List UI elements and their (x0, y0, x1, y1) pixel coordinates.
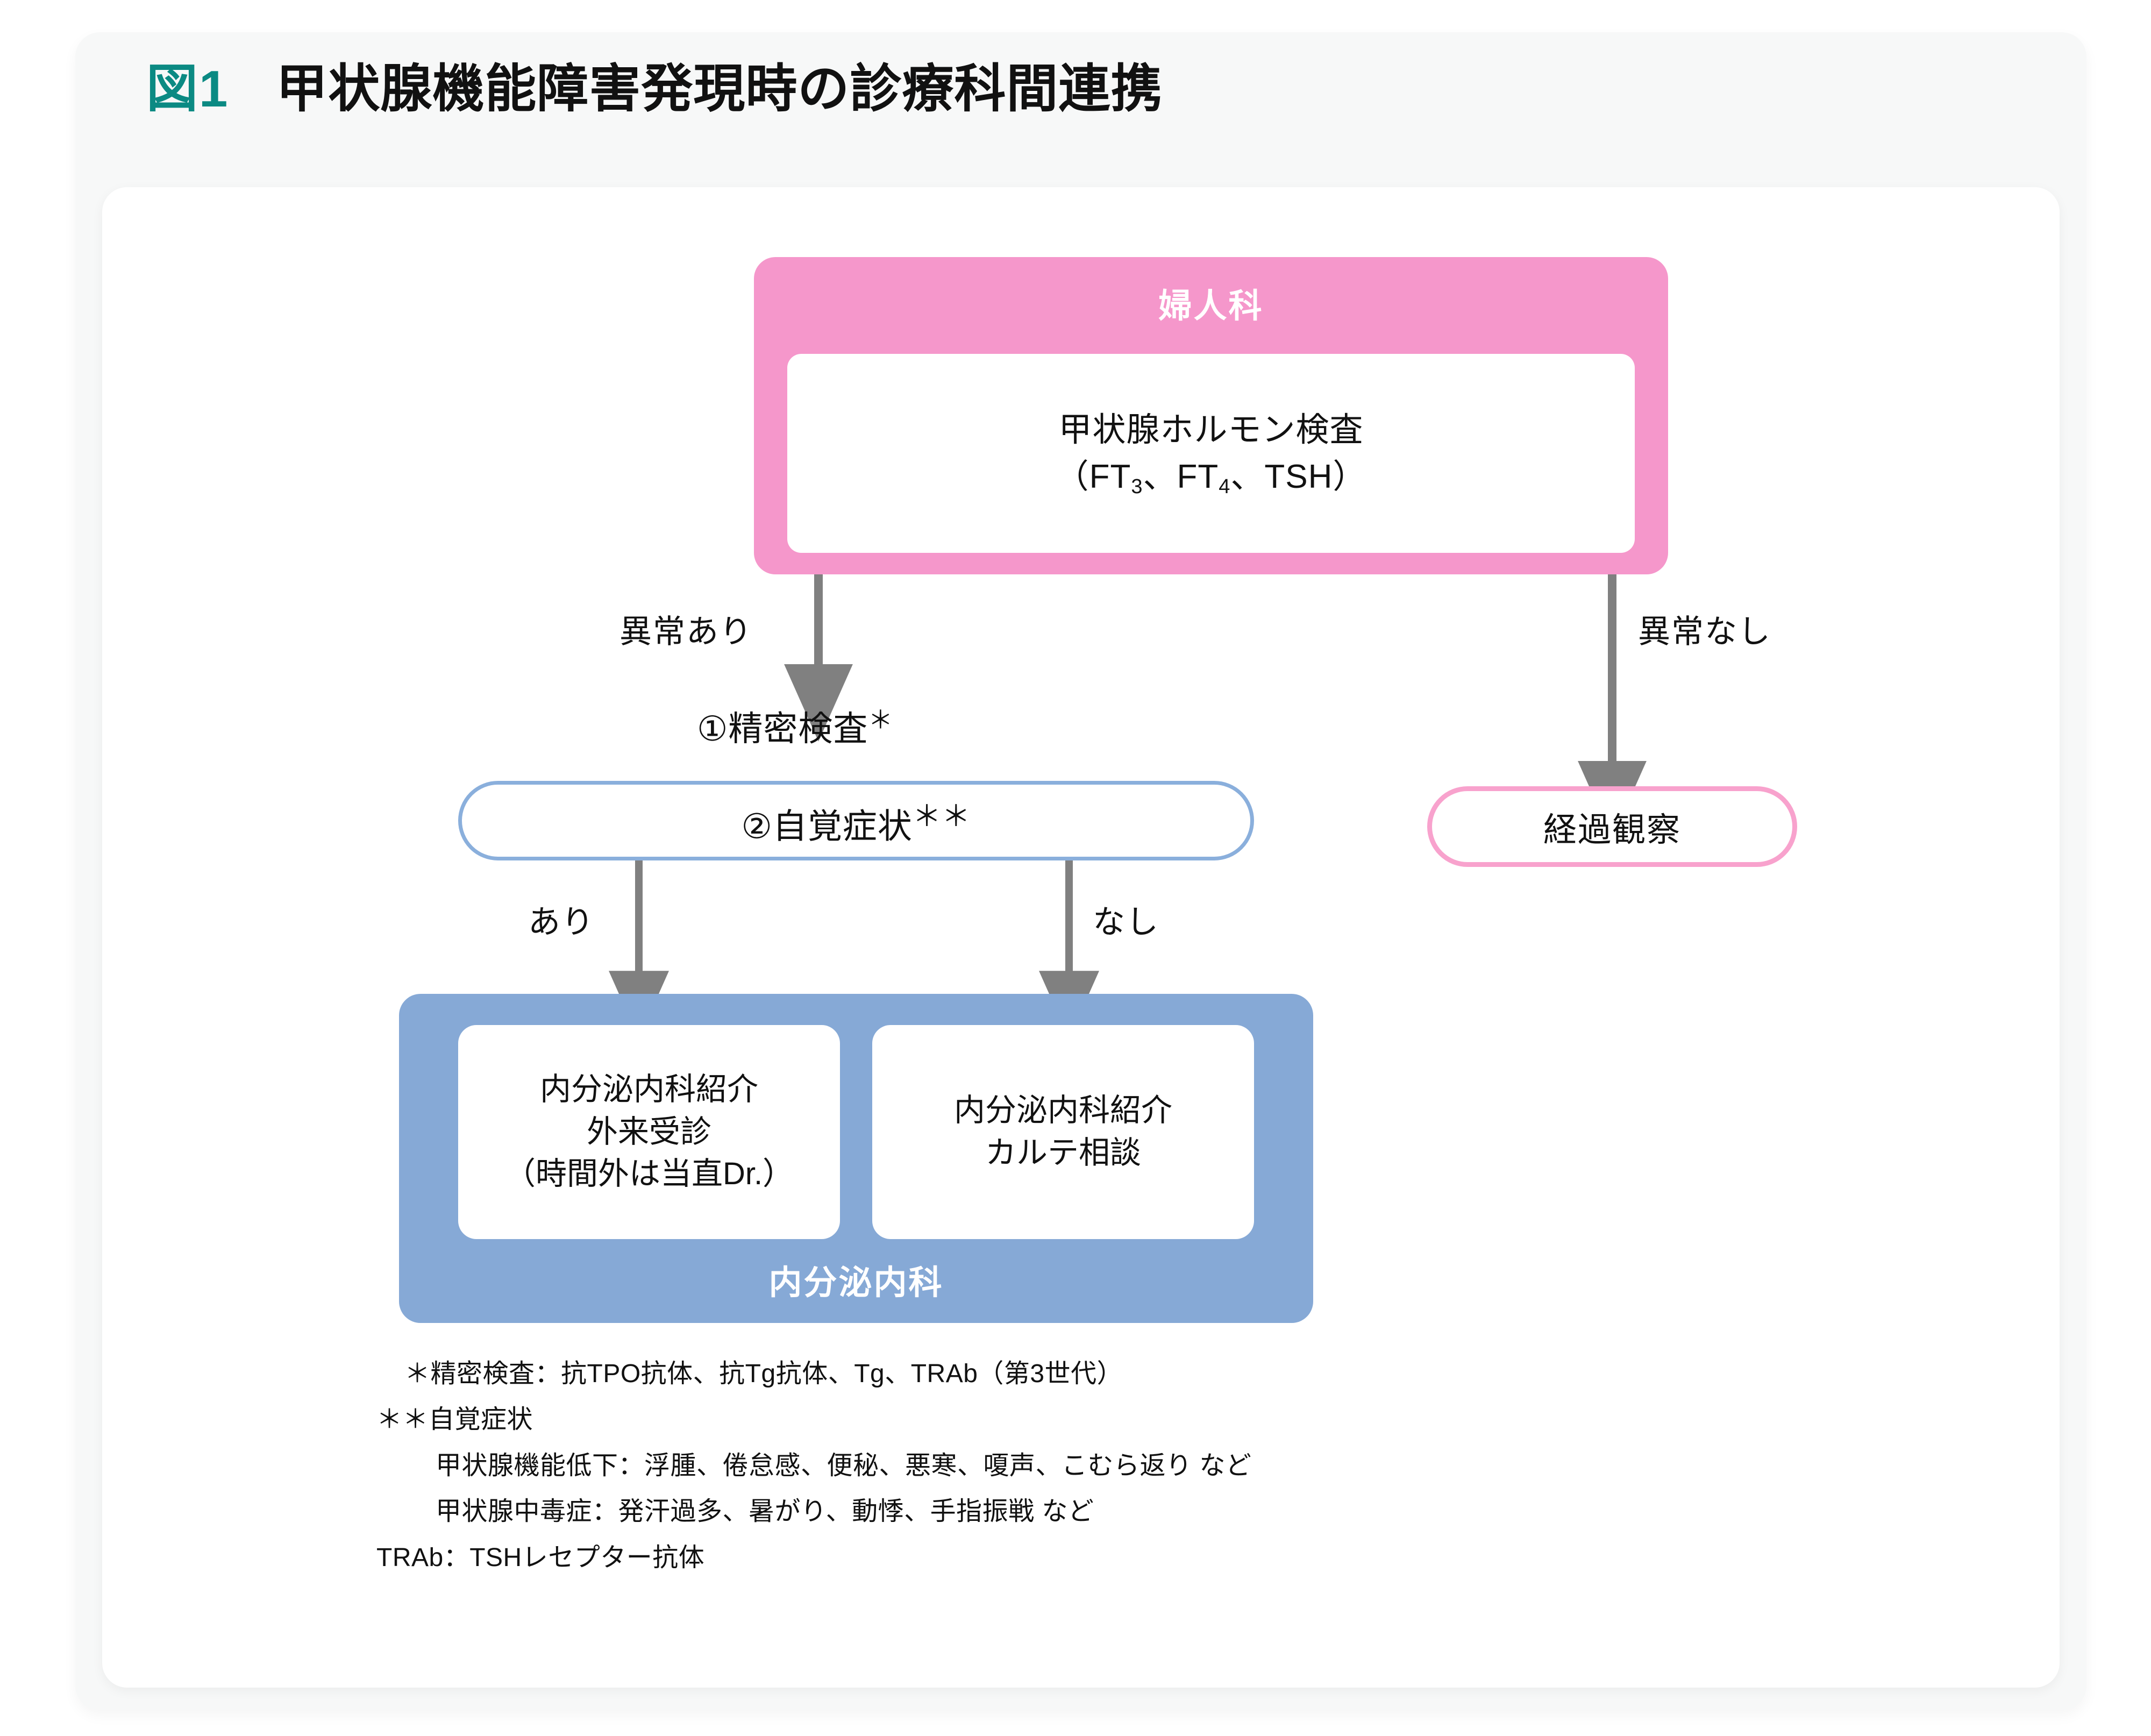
footnotes: ＊精密検査：抗TPO抗体、抗Tg抗体、Tg、TRAb（第3世代） ＊＊自覚症状 … (376, 1351, 1775, 1581)
endocrinology-right-line2: カルテ相談 (985, 1135, 1141, 1170)
department-endocrinology: 内分泌内科紹介 外来受診 （時間外は当直Dr.） 内分泌内科紹介 カルテ相談 内… (399, 994, 1313, 1323)
step2-symptom-box: ②自覚症状＊＊ (458, 781, 1254, 860)
footnote-line-3: 甲状腺機能低下：浮腫、倦怠感、便秘、悪寒、嗄声、こむら返り など (436, 1451, 1252, 1480)
footnote-line-1: ＊精密検査：抗TPO抗体、抗Tg抗体、Tg、TRAb（第3世代） (404, 1360, 1123, 1388)
step2-symptom-text: ②自覚症状＊＊ (741, 793, 971, 848)
department-gynecology: 婦人科 甲状腺ホルモン検査 （FT3、FT4、TSH） (754, 257, 1668, 574)
thyroid-hormone-test-box: 甲状腺ホルモン検査 （FT3、FT4、TSH） (787, 354, 1635, 553)
endocrinology-left-line3: （時間外は当直Dr.） (504, 1156, 794, 1192)
step1-label: ①精密検査 (697, 709, 868, 748)
endocrinology-left-line1: 内分泌内科紹介 (539, 1071, 758, 1107)
department-endocrinology-label: 内分泌内科 (768, 1264, 944, 1301)
endocrinology-referral-outpatient-box: 内分泌内科紹介 外来受診 （時間外は当直Dr.） (458, 1025, 840, 1239)
department-gynecology-label: 婦人科 (1158, 288, 1264, 325)
thyroid-hormone-test-line1: 甲状腺ホルモン検査 (1058, 411, 1364, 449)
branch-label-symptom-yes: あり (528, 904, 595, 940)
followup-observation-box: 経過観察 (1427, 786, 1797, 867)
footnote-line-4: 甲状腺中毒症：発汗過多、暑がり、動悸、手指振戦 など (436, 1497, 1094, 1526)
endocrinology-referral-chart-box: 内分泌内科紹介 カルテ相談 (872, 1025, 1254, 1239)
figure-number: 図1 (146, 60, 229, 118)
step2-label: ②自覚症状 (741, 807, 913, 846)
endocrinology-right-line1: 内分泌内科紹介 (953, 1093, 1172, 1128)
followup-label: 経過観察 (1543, 812, 1681, 849)
test-separator-1: 、FT (1143, 458, 1219, 495)
figure-header: 図1 甲状腺機能障害発現時の診療科間連携 (146, 63, 1163, 115)
ft4-subscript: 4 (1219, 475, 1231, 498)
step1-detailed-exam: ①精密検査＊ (697, 701, 893, 751)
footnote-line-5: TRAb：TSHレセプター抗体 (376, 1543, 705, 1572)
test-paren-open: （FT (1055, 458, 1131, 495)
test-paren-close: 、TSH） (1230, 458, 1367, 495)
ft3-subscript: 3 (1131, 475, 1143, 498)
branch-label-normal: 異常なし (1638, 614, 1771, 650)
step2-footnote-marker: ＊＊ (912, 800, 971, 833)
step1-footnote-marker: ＊ (868, 706, 894, 734)
branch-label-symptom-no: なし (1093, 904, 1159, 940)
figure-title: 甲状腺機能障害発現時の診療科間連携 (276, 60, 1163, 118)
endocrinology-left-line2: 外来受診 (586, 1114, 711, 1149)
footnote-line-2: ＊＊自覚症状 (376, 1405, 533, 1434)
branch-label-abnormal: 異常あり (619, 614, 753, 650)
thyroid-hormone-test-line2: （FT3、FT4、TSH） (1055, 457, 1367, 498)
